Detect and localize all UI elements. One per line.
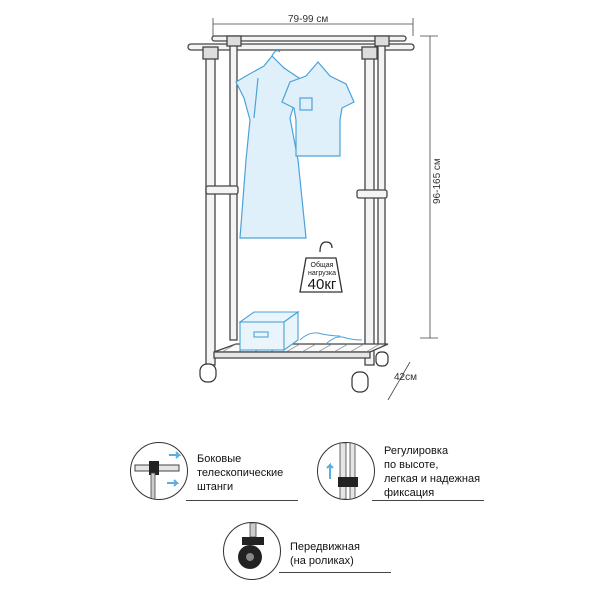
load-tag-line2: нагрузка xyxy=(308,270,336,277)
height-dimension xyxy=(420,35,438,339)
load-tag-shape xyxy=(299,241,343,293)
feature-wheels-text: Передвижная (на роликах) xyxy=(290,541,360,567)
shelf-slats xyxy=(221,343,381,353)
height-label: 96-165 см xyxy=(432,158,443,204)
feature-height-divider xyxy=(372,500,484,501)
width-label: 79-99 см xyxy=(288,14,329,25)
feature-height-text: Регулировка по высоте, легкая и надежная… xyxy=(384,445,481,499)
rack-frame xyxy=(187,35,415,366)
feature-wheels-divider xyxy=(279,572,391,573)
caster-wheel-icon xyxy=(223,522,281,580)
storage-box xyxy=(238,310,300,352)
telescopic-bar-icon xyxy=(130,442,188,500)
shoes xyxy=(299,332,363,345)
feature-telescopic-text: Боковые телескопические штанги xyxy=(197,453,284,493)
feature-telescopic-divider xyxy=(186,500,298,501)
width-dimension xyxy=(212,18,414,36)
wheels xyxy=(199,351,389,393)
shirt-icon xyxy=(281,61,355,157)
height-adjust-icon xyxy=(317,442,375,500)
load-tag-value: 40кг xyxy=(307,276,337,293)
load-tag-line1: Общая xyxy=(310,262,334,269)
depth-label: 42см xyxy=(394,372,417,383)
depth-dimension xyxy=(387,361,411,401)
